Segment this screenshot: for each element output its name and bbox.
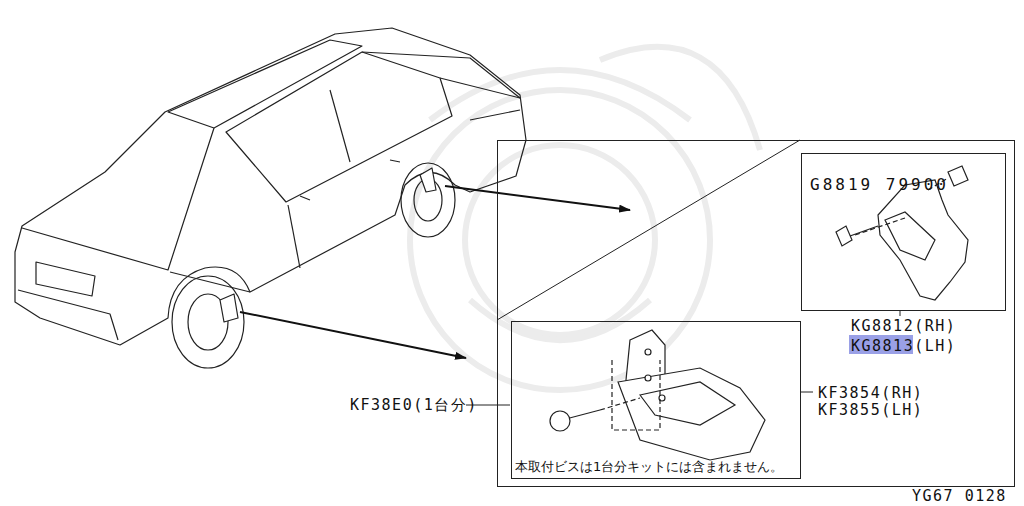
- part-number: KF3854(RH): [818, 384, 923, 402]
- part-number: KG8813(LH): [851, 337, 956, 355]
- front-mudflap-drawing: [550, 330, 765, 460]
- kit-part-number: KF38E0(1台分): [350, 396, 478, 414]
- part-number: G8819 79900: [810, 176, 949, 194]
- figure-code: YG67 0128: [912, 487, 1007, 505]
- view-arrow: [240, 312, 466, 358]
- inset-box: G8819 79900: [801, 153, 1006, 311]
- watermark: [410, 47, 760, 390]
- note-text: 本取付ビスは1台分キットには含まれません。: [515, 458, 783, 476]
- part-number: KF3855(LH): [818, 401, 923, 419]
- car-drawing: [15, 28, 526, 368]
- frame-line: [497, 140, 800, 320]
- detail-frame: KG8812(RH) KG8813(LH) KF3854(RH)KF3855(LH)…: [497, 140, 1015, 487]
- part-number: KG8812(RH): [851, 317, 956, 335]
- view-arrow: [445, 186, 630, 210]
- inset-box: 本取付ビスは1台分キットには含まれません。: [511, 321, 801, 479]
